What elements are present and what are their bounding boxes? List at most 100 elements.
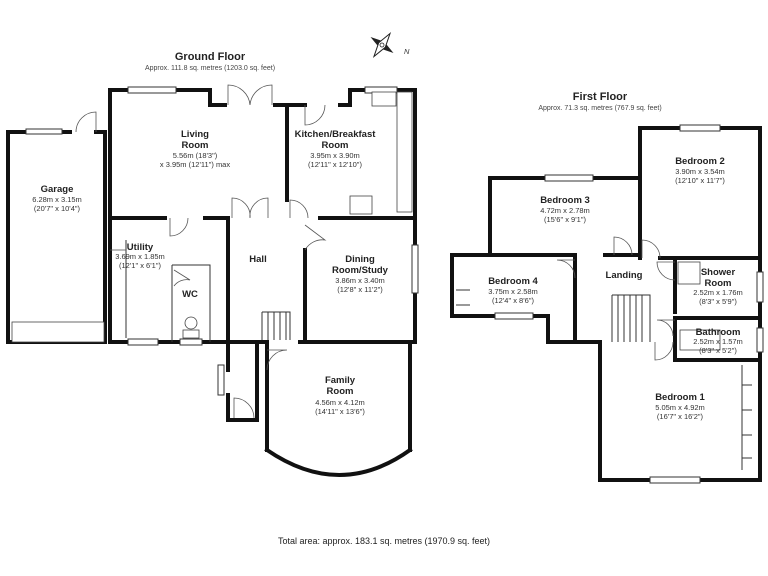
wc-door [173,269,191,287]
svg-text:(12'11" x 12'10"): (12'11" x 12'10") [308,160,362,169]
house-outer-walls [108,88,417,452]
utility-door [169,217,189,237]
svg-text:3.75m x 2.58m: 3.75m x 2.58m [488,287,538,296]
svg-text:WC: WC [182,289,198,300]
staircase [261,311,291,340]
svg-text:Dining: Dining [345,254,375,265]
svg-text:5.56m (18'3"): 5.56m (18'3") [173,151,218,160]
family-room-door [266,349,288,371]
svg-text:(12'8" x 11'2"): (12'8" x 11'2") [337,285,383,294]
room-label-hall: Hall [249,254,266,265]
room-label-dining-room: Dining Room/Study 3.86m x 3.40m (12'8" x… [332,254,389,294]
utility-wc-partition [171,264,211,342]
svg-text:(12'10" x 11'7"): (12'10" x 11'7") [675,176,725,185]
svg-text:Bathroom: Bathroom [696,327,741,338]
svg-text:(8'3" x 5'9"): (8'3" x 5'9") [699,297,737,306]
svg-text:(14'11" x 13'6"): (14'11" x 13'6") [315,407,365,416]
room-label-family-room: Family Room 4.56m x 4.12m (14'11" x 13'6… [315,375,365,416]
utility-outer-walls [108,216,227,344]
shower-door [656,261,676,281]
bathroom-lower-wall [673,320,762,362]
svg-text:Living: Living [181,129,209,140]
wc-window [179,338,203,346]
svg-text:5.05m x 4.92m: 5.05m x 4.92m [655,403,705,412]
svg-text:(12'1" x 6'1"): (12'1" x 6'1") [119,261,161,270]
living-room-window [127,86,177,94]
bedroom4-window [494,312,534,320]
first-floor-outer-walls [450,126,762,482]
room-label-bedroom-1: Bedroom 1 5.05m x 4.92m (16'7" x 16'2") [655,392,705,421]
hall-window [217,364,225,396]
dining-door [304,224,327,251]
svg-text:Shower: Shower [701,267,736,278]
ground-floor-plan: Ground Floor Approx. 111.8 sq. metres (1… [6,51,419,477]
svg-text:Bedroom 1: Bedroom 1 [655,392,705,403]
svg-text:Utility: Utility [127,242,154,253]
room-label-bedroom-3: Bedroom 3 4.72m x 2.78m (15'6" x 9'1") [540,195,590,224]
living-french-doors [227,84,273,106]
svg-text:3.95m x 3.90m: 3.95m x 3.90m [310,151,360,160]
svg-text:3.90m x 3.54m: 3.90m x 3.54m [675,167,725,176]
wc-cistern [182,329,200,339]
utility-window [127,338,159,346]
family-room-bay [264,447,413,477]
bedroom2-window [679,124,721,132]
svg-text:Bedroom 3: Bedroom 3 [540,195,590,206]
front-door [233,397,255,419]
svg-text:6.28m x 3.15m: 6.28m x 3.15m [32,195,82,204]
first-floor-title: First Floor [573,91,628,103]
kitchen-back-door [304,104,326,126]
total-area: Total area: approx. 183.1 sq. metres (19… [278,536,490,546]
bedroom3-door [613,236,633,256]
bedroom1-door [654,341,674,361]
svg-text:Family: Family [325,375,356,386]
svg-text:Kitchen/Breakfast: Kitchen/Breakfast [295,129,377,140]
ground-floor-area: Approx. 111.8 sq. metres (1203.0 sq. fee… [145,65,275,72]
compass-north-label: N [404,47,410,56]
svg-text:(8'3" x 5'2"): (8'3" x 5'2") [699,346,737,355]
svg-text:Bedroom 4: Bedroom 4 [488,276,538,287]
garage-walls [6,130,107,344]
svg-text:Landing: Landing [606,270,643,281]
kitchen-hob [349,195,373,215]
bedroom1-window [649,476,701,484]
svg-text:(16'7" x 16'2"): (16'7" x 16'2") [657,412,704,421]
garage-side-door [75,111,97,133]
svg-text:Hall: Hall [249,254,266,265]
shower-window [756,271,764,303]
bedroom1-wardrobes [741,365,752,470]
room-label-bedroom-2: Bedroom 2 3.90m x 3.54m (12'10" x 11'7") [675,156,725,185]
room-label-shower-room: Shower Room 2.52m x 1.76m (8'3" x 5'9") [693,267,743,306]
bath-tub [679,329,721,351]
bedroom4-wardrobe [456,289,470,306]
svg-text:3.69m x 1.85m: 3.69m x 1.85m [115,252,165,261]
room-label-landing: Landing [606,270,643,281]
wc-toilet [184,316,198,330]
svg-text:Garage: Garage [41,184,74,195]
kitchen-counter [396,91,413,213]
svg-text:Room: Room [705,278,732,289]
svg-text:(20'7" x 10'4"): (20'7" x 10'4") [34,204,81,213]
svg-text:2.52m x 1.76m: 2.52m x 1.76m [693,288,743,297]
bedroom3-window [544,174,594,182]
room-label-garage: Garage 6.28m x 3.15m (20'7" x 10'4") [32,184,82,213]
first-floor-area: Approx. 71.3 sq. metres (767.9 sq. feet) [538,105,661,112]
room-label-bedroom-4: Bedroom 4 3.75m x 2.58m (12'4" x 8'6") [488,276,538,305]
svg-text:2.52m x 1.57m: 2.52m x 1.57m [693,337,743,346]
svg-text:4.72m x 2.78m: 4.72m x 2.78m [540,206,590,215]
svg-text:x 3.95m (12'11") max: x 3.95m (12'11") max [160,160,230,169]
kitchen-hall-door [289,199,309,219]
shower-left-wall [673,260,762,320]
compass-icon: N [370,32,410,58]
svg-text:Room: Room [322,140,349,151]
room-label-wc: WC [182,289,198,300]
bedroom4-door [556,259,576,279]
svg-text:4.56m x 4.12m: 4.56m x 4.12m [315,398,365,407]
garage-door [11,321,105,343]
ground-floor-title: Ground Floor [175,51,246,63]
shower-tray [677,261,701,285]
bedroom2-lower-wall [638,176,762,260]
kitchen-sink [371,91,397,107]
svg-text:Room: Room [182,140,209,151]
